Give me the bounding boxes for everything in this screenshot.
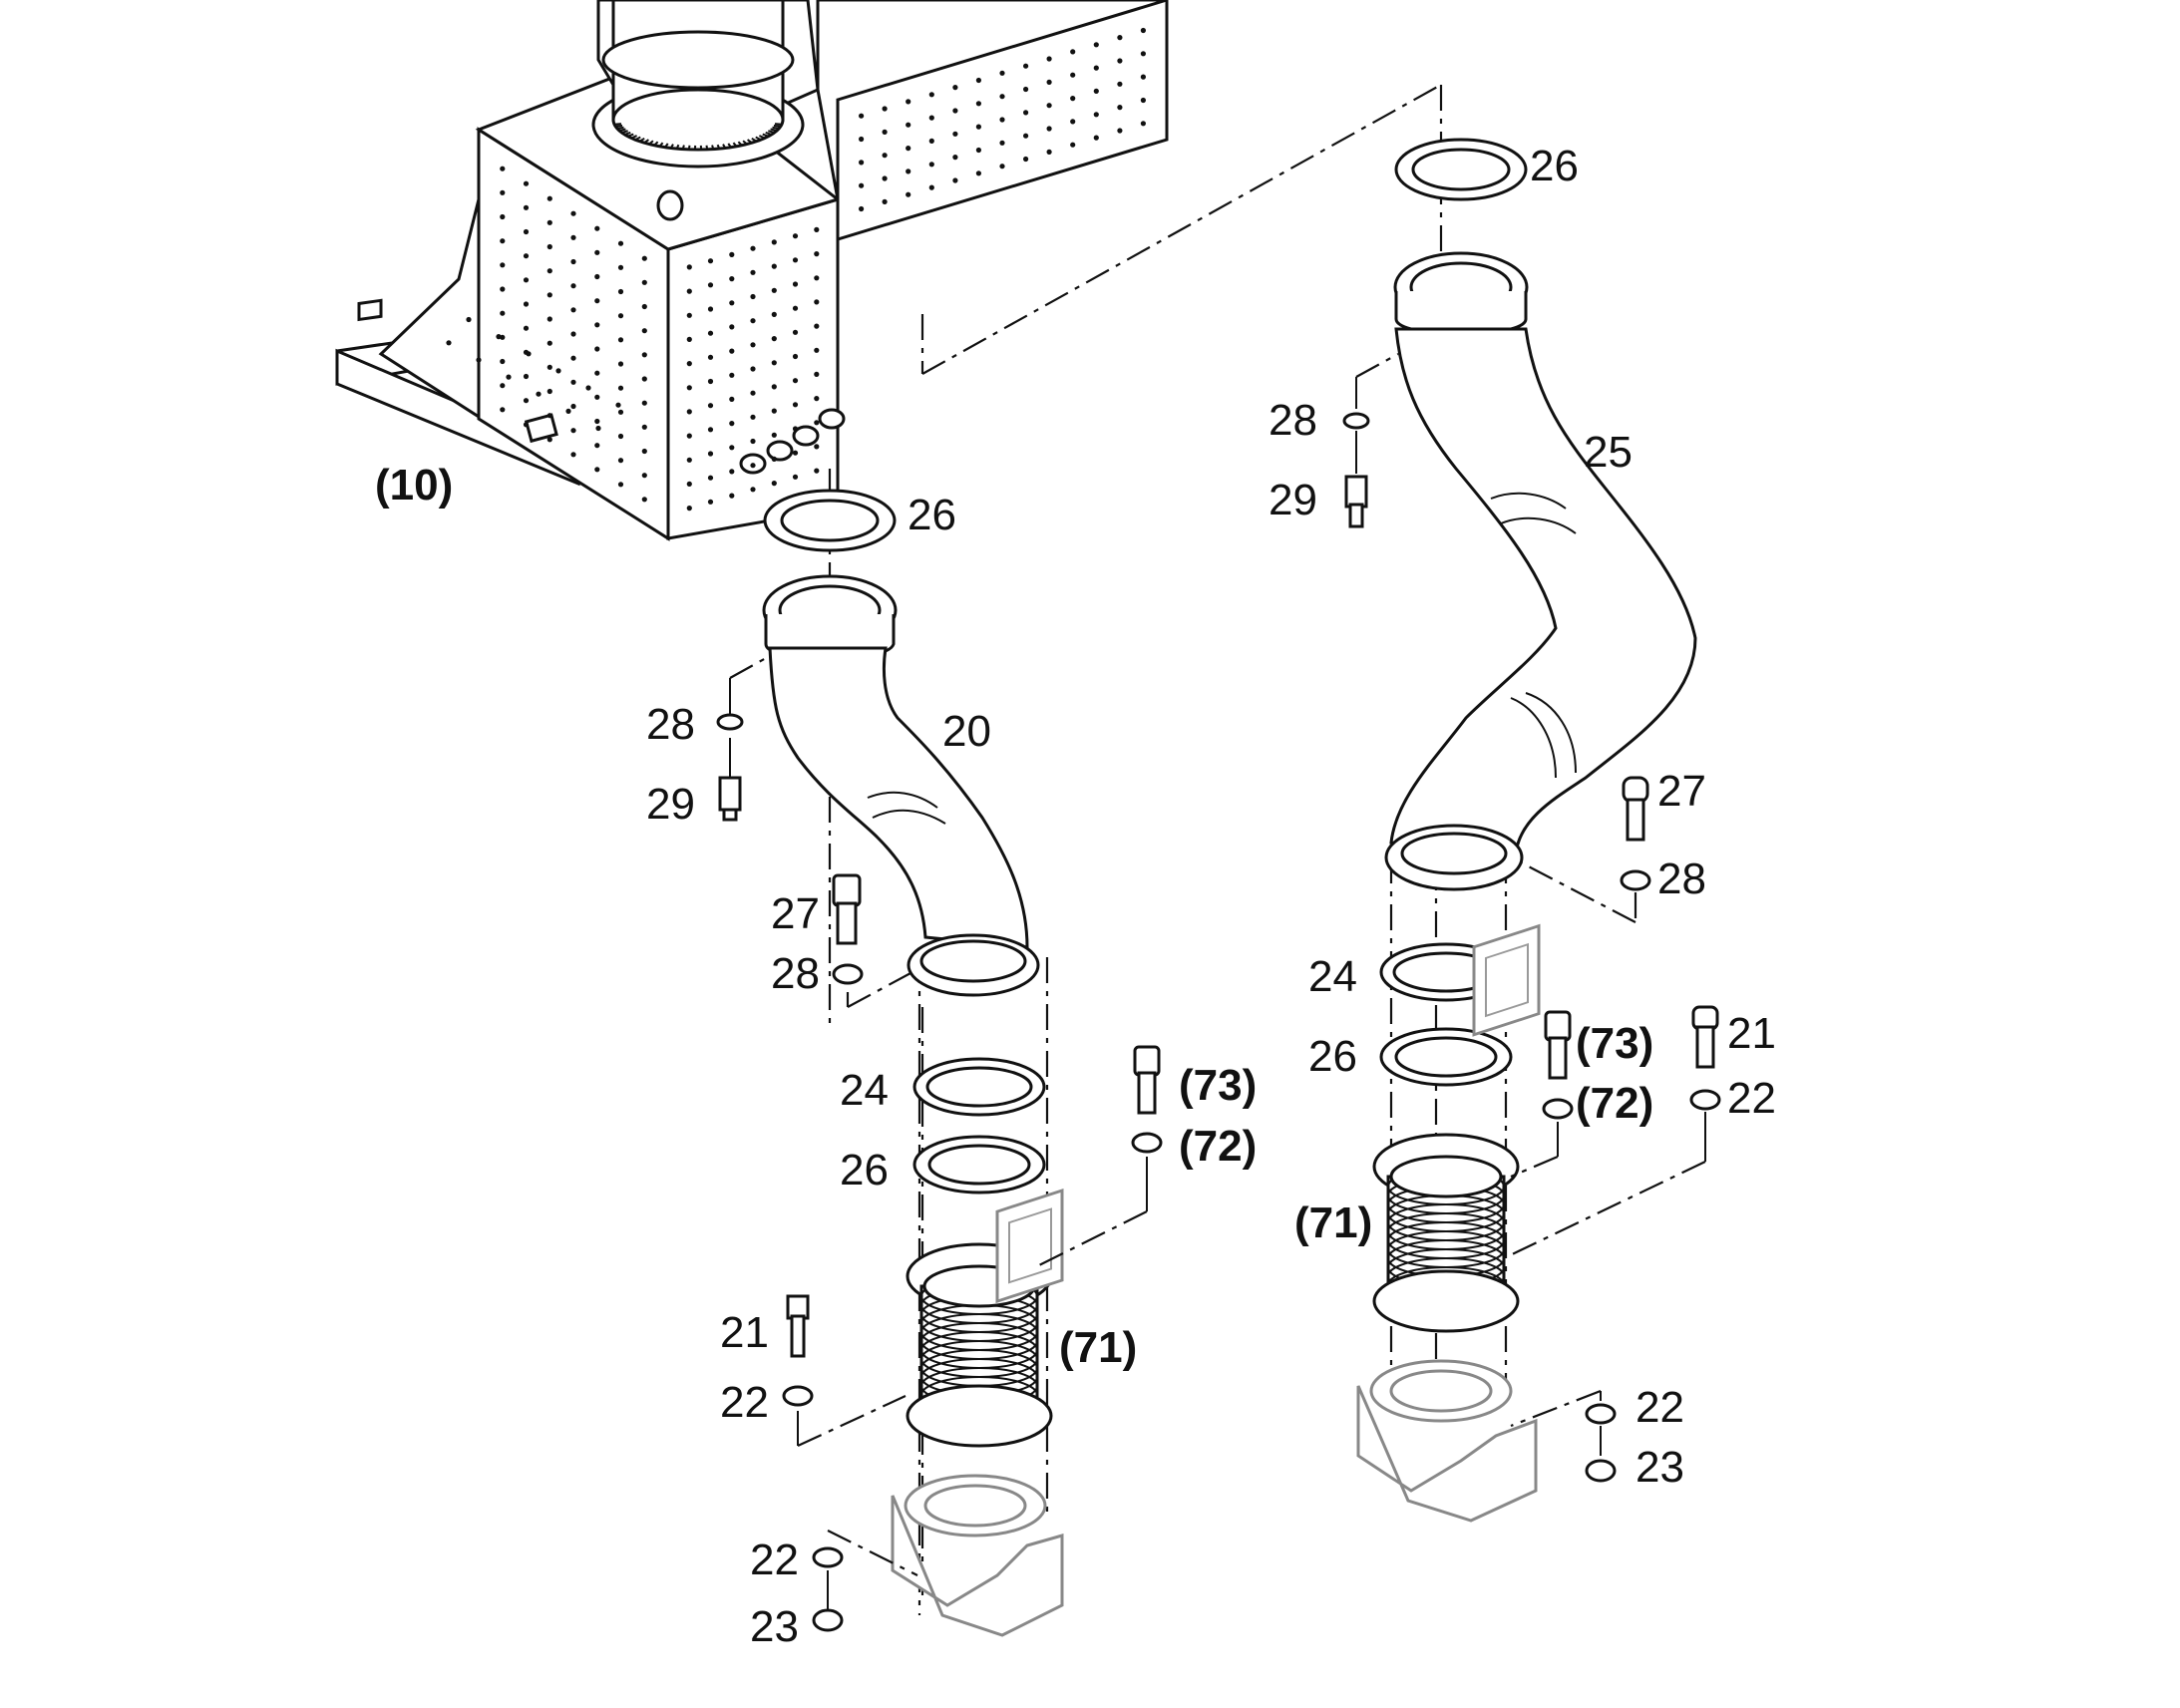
valve-housing-right — [1356, 923, 1541, 1523]
label-left-23: 23 — [750, 1602, 799, 1651]
label-right-23: 23 — [1635, 1443, 1684, 1492]
label-right-72: (72) — [1576, 1079, 1654, 1128]
label-left-22-b: 22 — [750, 1536, 799, 1584]
label-left-71: (71) — [1059, 1323, 1138, 1372]
label-left-21: 21 — [720, 1308, 769, 1357]
label-right-25: 25 — [1584, 428, 1633, 477]
right-assembly — [920, 84, 1721, 1523]
label-right-29: 29 — [1269, 476, 1317, 524]
label-left-29: 29 — [646, 780, 695, 829]
label-left-72: (72) — [1179, 1122, 1258, 1171]
label-right-21: 21 — [1727, 1009, 1776, 1058]
label-left-20: 20 — [942, 707, 991, 756]
label-left-28-a: 28 — [646, 700, 695, 749]
label-right-28-b: 28 — [1657, 854, 1706, 903]
right-fasteners — [1342, 353, 1721, 1483]
label-left-27: 27 — [771, 889, 820, 938]
engine-block — [335, 0, 1169, 541]
label-right-73: (73) — [1576, 1019, 1654, 1068]
label-left-26-mid: 26 — [840, 1146, 889, 1195]
label-right-26-top: 26 — [1530, 142, 1579, 190]
label-ref-10: (10) — [375, 461, 454, 510]
label-right-26-mid: 26 — [1308, 1032, 1357, 1081]
label-left-73: (73) — [1179, 1061, 1258, 1110]
label-left-22-a: 22 — [720, 1378, 769, 1427]
label-right-28-a: 28 — [1269, 396, 1317, 445]
label-left-24: 24 — [840, 1066, 889, 1115]
left-assembly — [716, 469, 1163, 1637]
label-right-24: 24 — [1308, 952, 1357, 1001]
label-left-28-b: 28 — [771, 949, 820, 998]
label-right-22-a: 22 — [1727, 1074, 1776, 1123]
label-right-22-b: 22 — [1635, 1383, 1684, 1432]
label-right-71: (71) — [1294, 1198, 1373, 1247]
valve-housing-left — [891, 1188, 1064, 1637]
label-left-26-top: 26 — [908, 491, 956, 539]
label-right-27: 27 — [1657, 767, 1706, 816]
left-fasteners — [716, 657, 1163, 1632]
